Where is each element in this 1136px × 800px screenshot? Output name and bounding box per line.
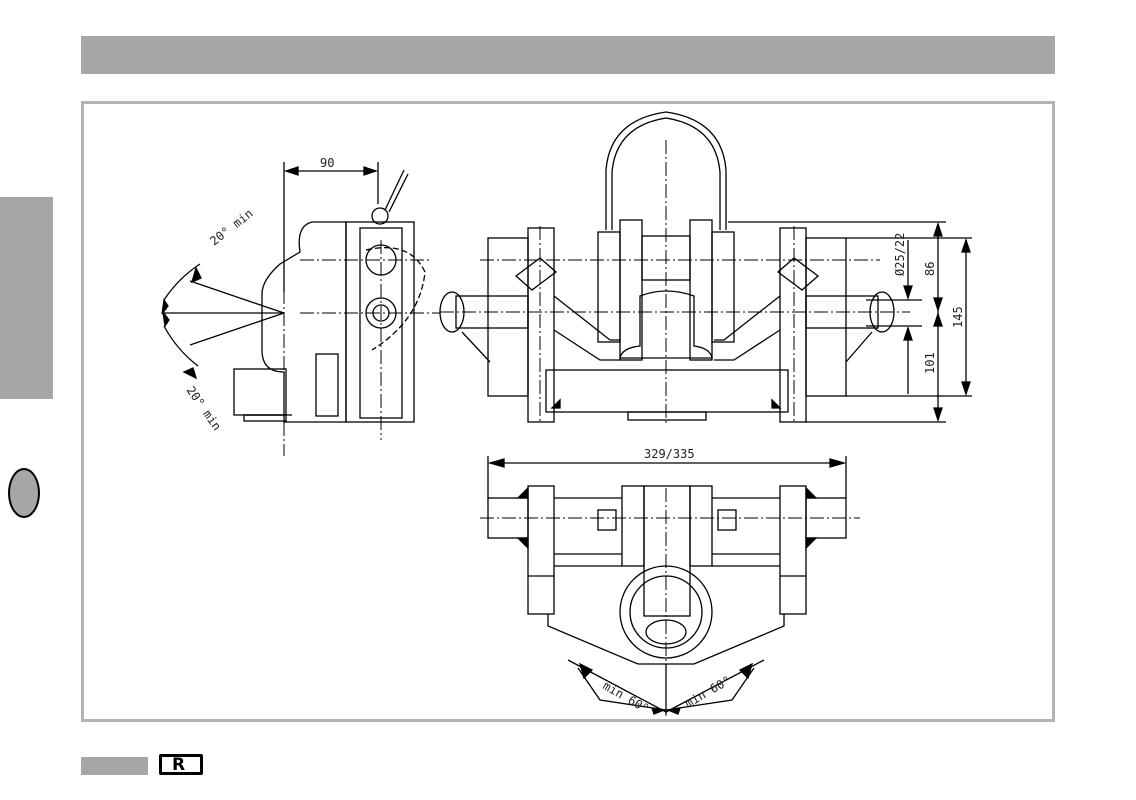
dim-101-label: 101 bbox=[923, 352, 937, 374]
side-view-body bbox=[261, 221, 347, 423]
dim-329-335-label: 329/335 bbox=[644, 447, 695, 461]
dim-86-label: 86 bbox=[923, 262, 937, 276]
dim-90-label: 90 bbox=[320, 156, 334, 170]
dim-pin-diameter-label: Ø25/22 bbox=[893, 233, 907, 276]
footer-bar bbox=[81, 757, 148, 775]
angle-left-label: min 60° bbox=[601, 678, 652, 715]
angle-bottom-label: 20° min bbox=[184, 384, 224, 433]
top-view bbox=[480, 456, 860, 716]
section-marker-circle bbox=[8, 468, 40, 518]
front-view bbox=[439, 111, 972, 424]
side-view-base-block bbox=[233, 368, 287, 416]
front-view-crossbeam bbox=[545, 369, 789, 413]
section-tab[interactable] bbox=[0, 197, 53, 518]
angle-right-label: min 60° bbox=[683, 673, 734, 710]
language-badge: R bbox=[159, 754, 203, 775]
side-view-plate bbox=[345, 221, 415, 423]
dim-145-label: 145 bbox=[951, 306, 965, 328]
side-view bbox=[161, 162, 440, 456]
language-badge-letter: R bbox=[172, 755, 186, 775]
angle-top-label: 20° min bbox=[207, 206, 255, 248]
header-bar bbox=[81, 36, 1055, 74]
